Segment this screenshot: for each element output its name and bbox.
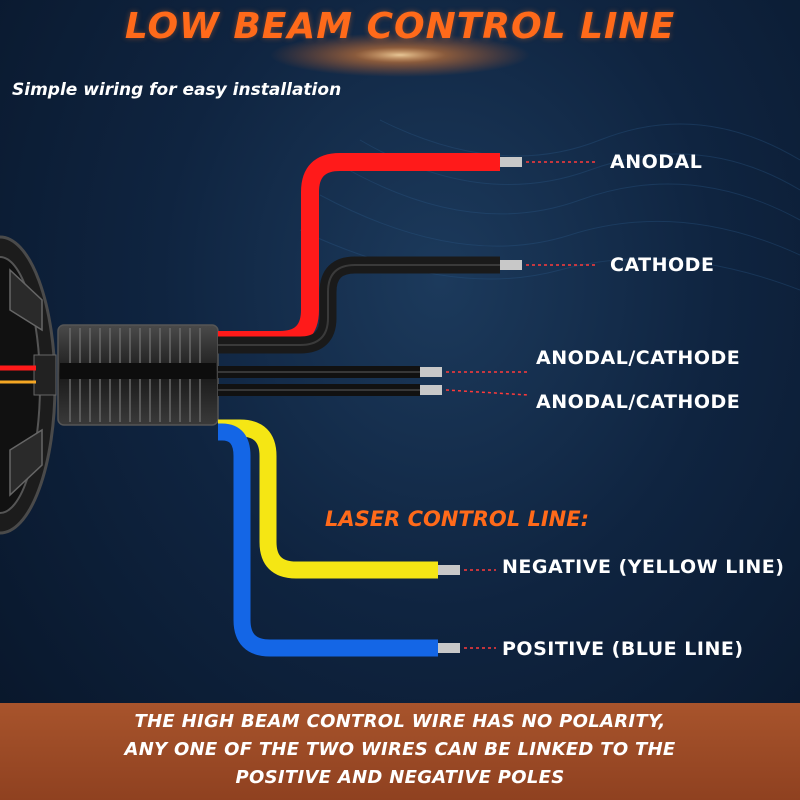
title-flare [270, 33, 530, 77]
footer-note: THE HIGH BEAM CONTROL WIRE HAS NO POLARI… [0, 703, 800, 800]
label-anodal-cathode-2: ANODAL/CATHODE [536, 391, 741, 413]
laser-control-heading: LASER CONTROL LINE: [325, 507, 589, 531]
headlight-housing [0, 235, 57, 535]
threaded-connector [57, 324, 219, 426]
footer-line-1: THE HIGH BEAM CONTROL WIRE HAS NO POLARI… [134, 711, 666, 732]
subtitle: Simple wiring for easy installation [12, 80, 342, 100]
label-cathode: CATHODE [610, 254, 715, 276]
label-anodal-cathode-1: ANODAL/CATHODE [536, 347, 741, 369]
footer-line-3: POSITIVE AND NEGATIVE POLES [235, 767, 565, 788]
label-positive: POSITIVE (BLUE LINE) [502, 638, 744, 660]
label-negative: NEGATIVE (YELLOW LINE) [502, 556, 785, 578]
yellow-wire [218, 419, 496, 579]
red-wire [218, 153, 598, 349]
background-waves [299, 119, 800, 291]
page-title: LOW BEAM CONTROL LINE [124, 6, 676, 47]
footer-line-2: ANY ONE OF THE TWO WIRES CAN BE LINKED T… [124, 739, 676, 760]
thin-black-wires [218, 366, 529, 396]
blue-wire [218, 423, 496, 657]
label-anodal: ANODAL [610, 151, 703, 173]
black-wire [218, 256, 598, 354]
